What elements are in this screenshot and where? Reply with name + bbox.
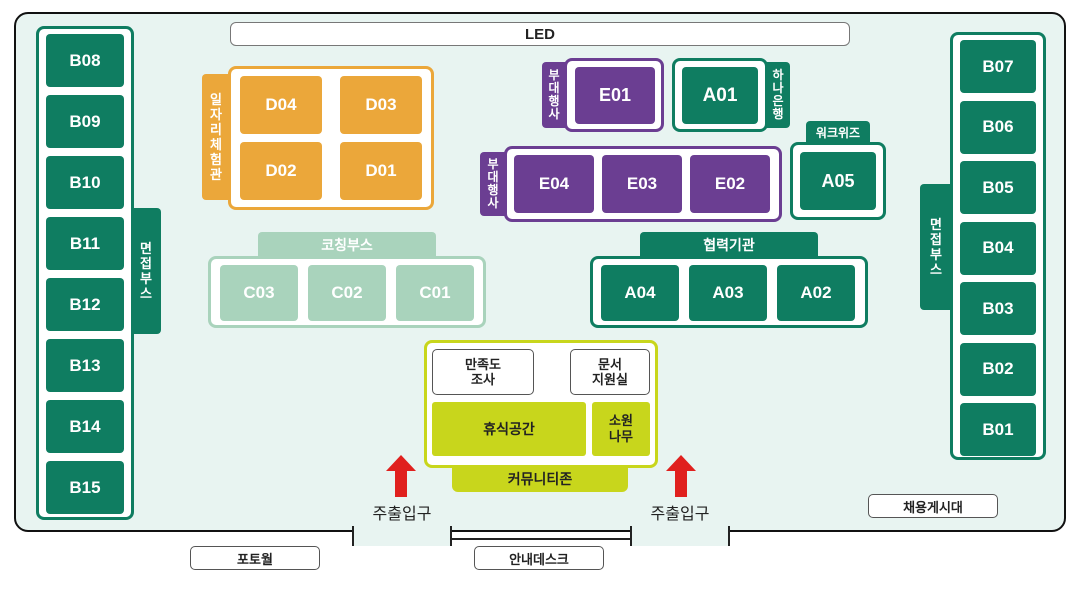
booth-b06[interactable]: B06 [960, 100, 1036, 154]
booth-e02[interactable]: E02 [690, 155, 770, 213]
booth-b02[interactable]: B02 [960, 342, 1036, 396]
booth-b01[interactable]: B01 [960, 403, 1036, 456]
rest-area[interactable]: 휴식공간 [432, 402, 586, 456]
tick-4 [728, 526, 730, 546]
booth-d04[interactable]: D04 [240, 76, 322, 134]
booth-b03[interactable]: B03 [960, 282, 1036, 335]
booth-b05[interactable]: B05 [960, 161, 1036, 214]
booth-a03[interactable]: A03 [689, 265, 767, 321]
tick-1 [352, 526, 354, 546]
booth-b15[interactable]: B15 [46, 461, 124, 514]
booth-d02[interactable]: D02 [240, 142, 322, 200]
booth-b08[interactable]: B08 [46, 34, 124, 87]
entrance-arrow-right [666, 455, 696, 497]
main-entrance-left-label: 주출입구 [350, 500, 454, 524]
booth-c03[interactable]: C03 [220, 265, 298, 321]
booth-a05[interactable]: A05 [800, 152, 876, 210]
booth-e01[interactable]: E01 [575, 67, 655, 124]
booth-b12[interactable]: B12 [46, 278, 124, 331]
led-screen: LED [230, 22, 850, 46]
floor-line [452, 538, 630, 540]
booth-c02[interactable]: C02 [308, 265, 386, 321]
booth-b09[interactable]: B09 [46, 95, 124, 148]
photo-wall[interactable]: 포토월 [190, 546, 320, 570]
booth-b11[interactable]: B11 [46, 217, 124, 270]
entrance-gap-left [354, 526, 450, 546]
job-board[interactable]: 채용게시대 [868, 494, 998, 518]
wish-tree[interactable]: 소원 나무 [592, 402, 650, 456]
document-support-room[interactable]: 문서 지원실 [570, 349, 650, 395]
community-label-tab: 커뮤니티존 [452, 466, 628, 492]
booth-b14[interactable]: B14 [46, 400, 124, 453]
booth-a02[interactable]: A02 [777, 265, 855, 321]
entrance-gap-right [632, 526, 728, 546]
booth-a04[interactable]: A04 [601, 265, 679, 321]
booth-b10[interactable]: B10 [46, 156, 124, 209]
booth-c01[interactable]: C01 [396, 265, 474, 321]
booth-e04[interactable]: E04 [514, 155, 594, 213]
booth-b13[interactable]: B13 [46, 339, 124, 392]
workwiz-label-tab: 워크위즈 [806, 121, 870, 143]
satisfaction-survey[interactable]: 만족도 조사 [432, 349, 534, 395]
booth-a01[interactable]: A01 [682, 67, 758, 124]
partners-label-tab: 협력기관 [640, 232, 818, 258]
booth-b04[interactable]: B04 [960, 221, 1036, 275]
booth-e03[interactable]: E03 [602, 155, 682, 213]
entrance-arrow-left [386, 455, 416, 497]
booth-d03[interactable]: D03 [340, 76, 422, 134]
booth-d01[interactable]: D01 [340, 142, 422, 200]
main-entrance-right-label: 주출입구 [628, 500, 732, 524]
coaching-label-tab: 코칭부스 [258, 232, 436, 258]
tick-2 [450, 526, 452, 546]
booth-b07[interactable]: B07 [960, 40, 1036, 93]
tick-3 [630, 526, 632, 546]
info-desk[interactable]: 안내데스크 [474, 546, 604, 570]
